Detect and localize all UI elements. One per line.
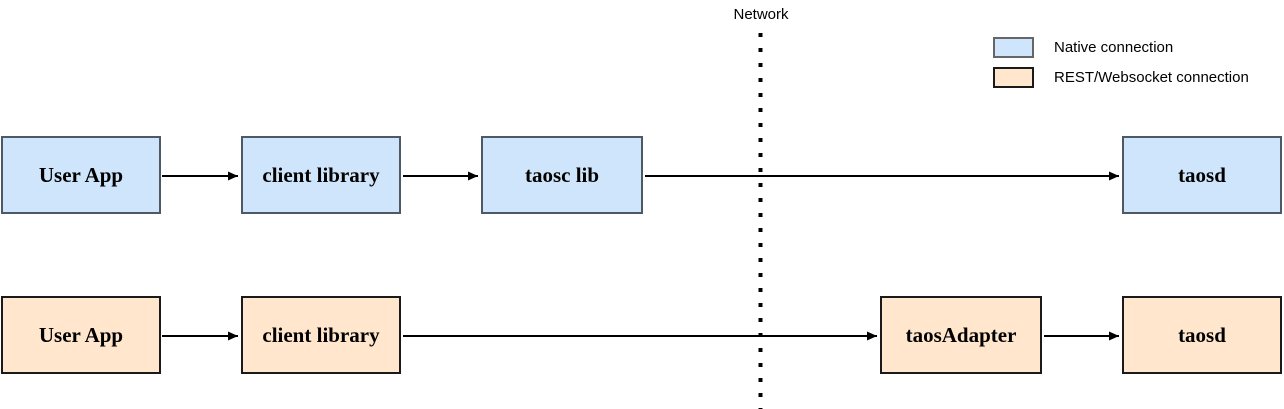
node-rest-taosadapter: taosAdapter	[880, 296, 1042, 374]
legend-item-native: Native connection	[993, 35, 1249, 60]
legend: Native connection REST/Websocket connect…	[993, 35, 1249, 95]
legend-item-rest: REST/Websocket connection	[993, 65, 1249, 90]
node-native-taosc-lib: taosc lib	[481, 136, 643, 214]
node-rest-client-library: client library	[241, 296, 401, 374]
node-rest-user-app: User App	[1, 296, 161, 374]
legend-label-native: Native connection	[1054, 39, 1174, 56]
node-native-client-library: client library	[241, 136, 401, 214]
native-connection-swatch	[993, 37, 1034, 58]
node-native-user-app: User App	[1, 136, 161, 214]
network-label: Network	[733, 6, 789, 23]
node-native-taosd: taosd	[1122, 136, 1282, 214]
legend-label-rest: REST/Websocket connection	[1054, 69, 1249, 86]
node-rest-taosd: taosd	[1122, 296, 1282, 374]
rest-connection-swatch	[993, 67, 1034, 88]
